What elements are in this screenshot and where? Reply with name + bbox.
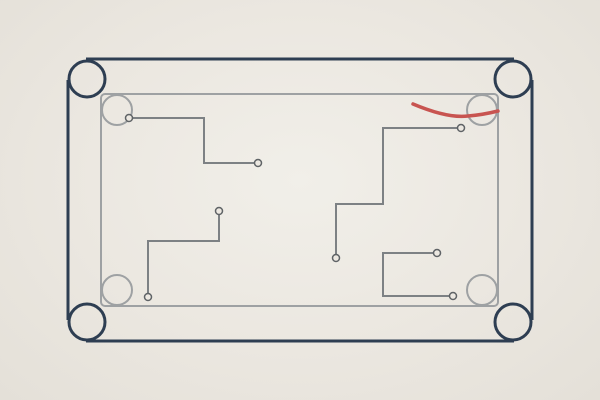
inner-pocket-bottom-left bbox=[101, 274, 133, 306]
path-bottom-right bbox=[382, 248, 458, 301]
outer-table-frame bbox=[66, 57, 534, 343]
pocket-top-right[interactable] bbox=[493, 59, 533, 99]
inner-pocket-top-right bbox=[466, 94, 498, 126]
path-bottom-right-line bbox=[382, 252, 453, 297]
node-mid-left-start[interactable] bbox=[214, 206, 224, 216]
node-top-left-end[interactable] bbox=[253, 158, 263, 168]
inner-pocket-top-left bbox=[101, 94, 133, 126]
path-mid-left-line bbox=[147, 211, 220, 297]
node-bottom-right-end[interactable] bbox=[448, 291, 458, 301]
node-center-right-start[interactable] bbox=[456, 123, 466, 133]
node-bottom-right-start[interactable] bbox=[432, 248, 442, 258]
inner-pocket-bottom-right bbox=[466, 274, 498, 306]
red-stroke bbox=[411, 102, 500, 119]
pocket-bottom-left[interactable] bbox=[67, 302, 107, 342]
path-top-left-line bbox=[129, 117, 258, 164]
path-mid-left bbox=[143, 206, 224, 302]
pocket-top-left[interactable] bbox=[67, 59, 107, 99]
node-center-right-end[interactable] bbox=[331, 253, 341, 263]
inner-table-frame bbox=[100, 93, 499, 307]
path-center-right bbox=[331, 123, 466, 263]
path-top-left bbox=[124, 113, 263, 168]
pocket-bottom-right[interactable] bbox=[493, 302, 533, 342]
node-top-left-start[interactable] bbox=[124, 113, 134, 123]
inner-frame-rect bbox=[100, 93, 499, 307]
node-mid-left-end[interactable] bbox=[143, 292, 153, 302]
path-center-right-line bbox=[335, 127, 461, 258]
